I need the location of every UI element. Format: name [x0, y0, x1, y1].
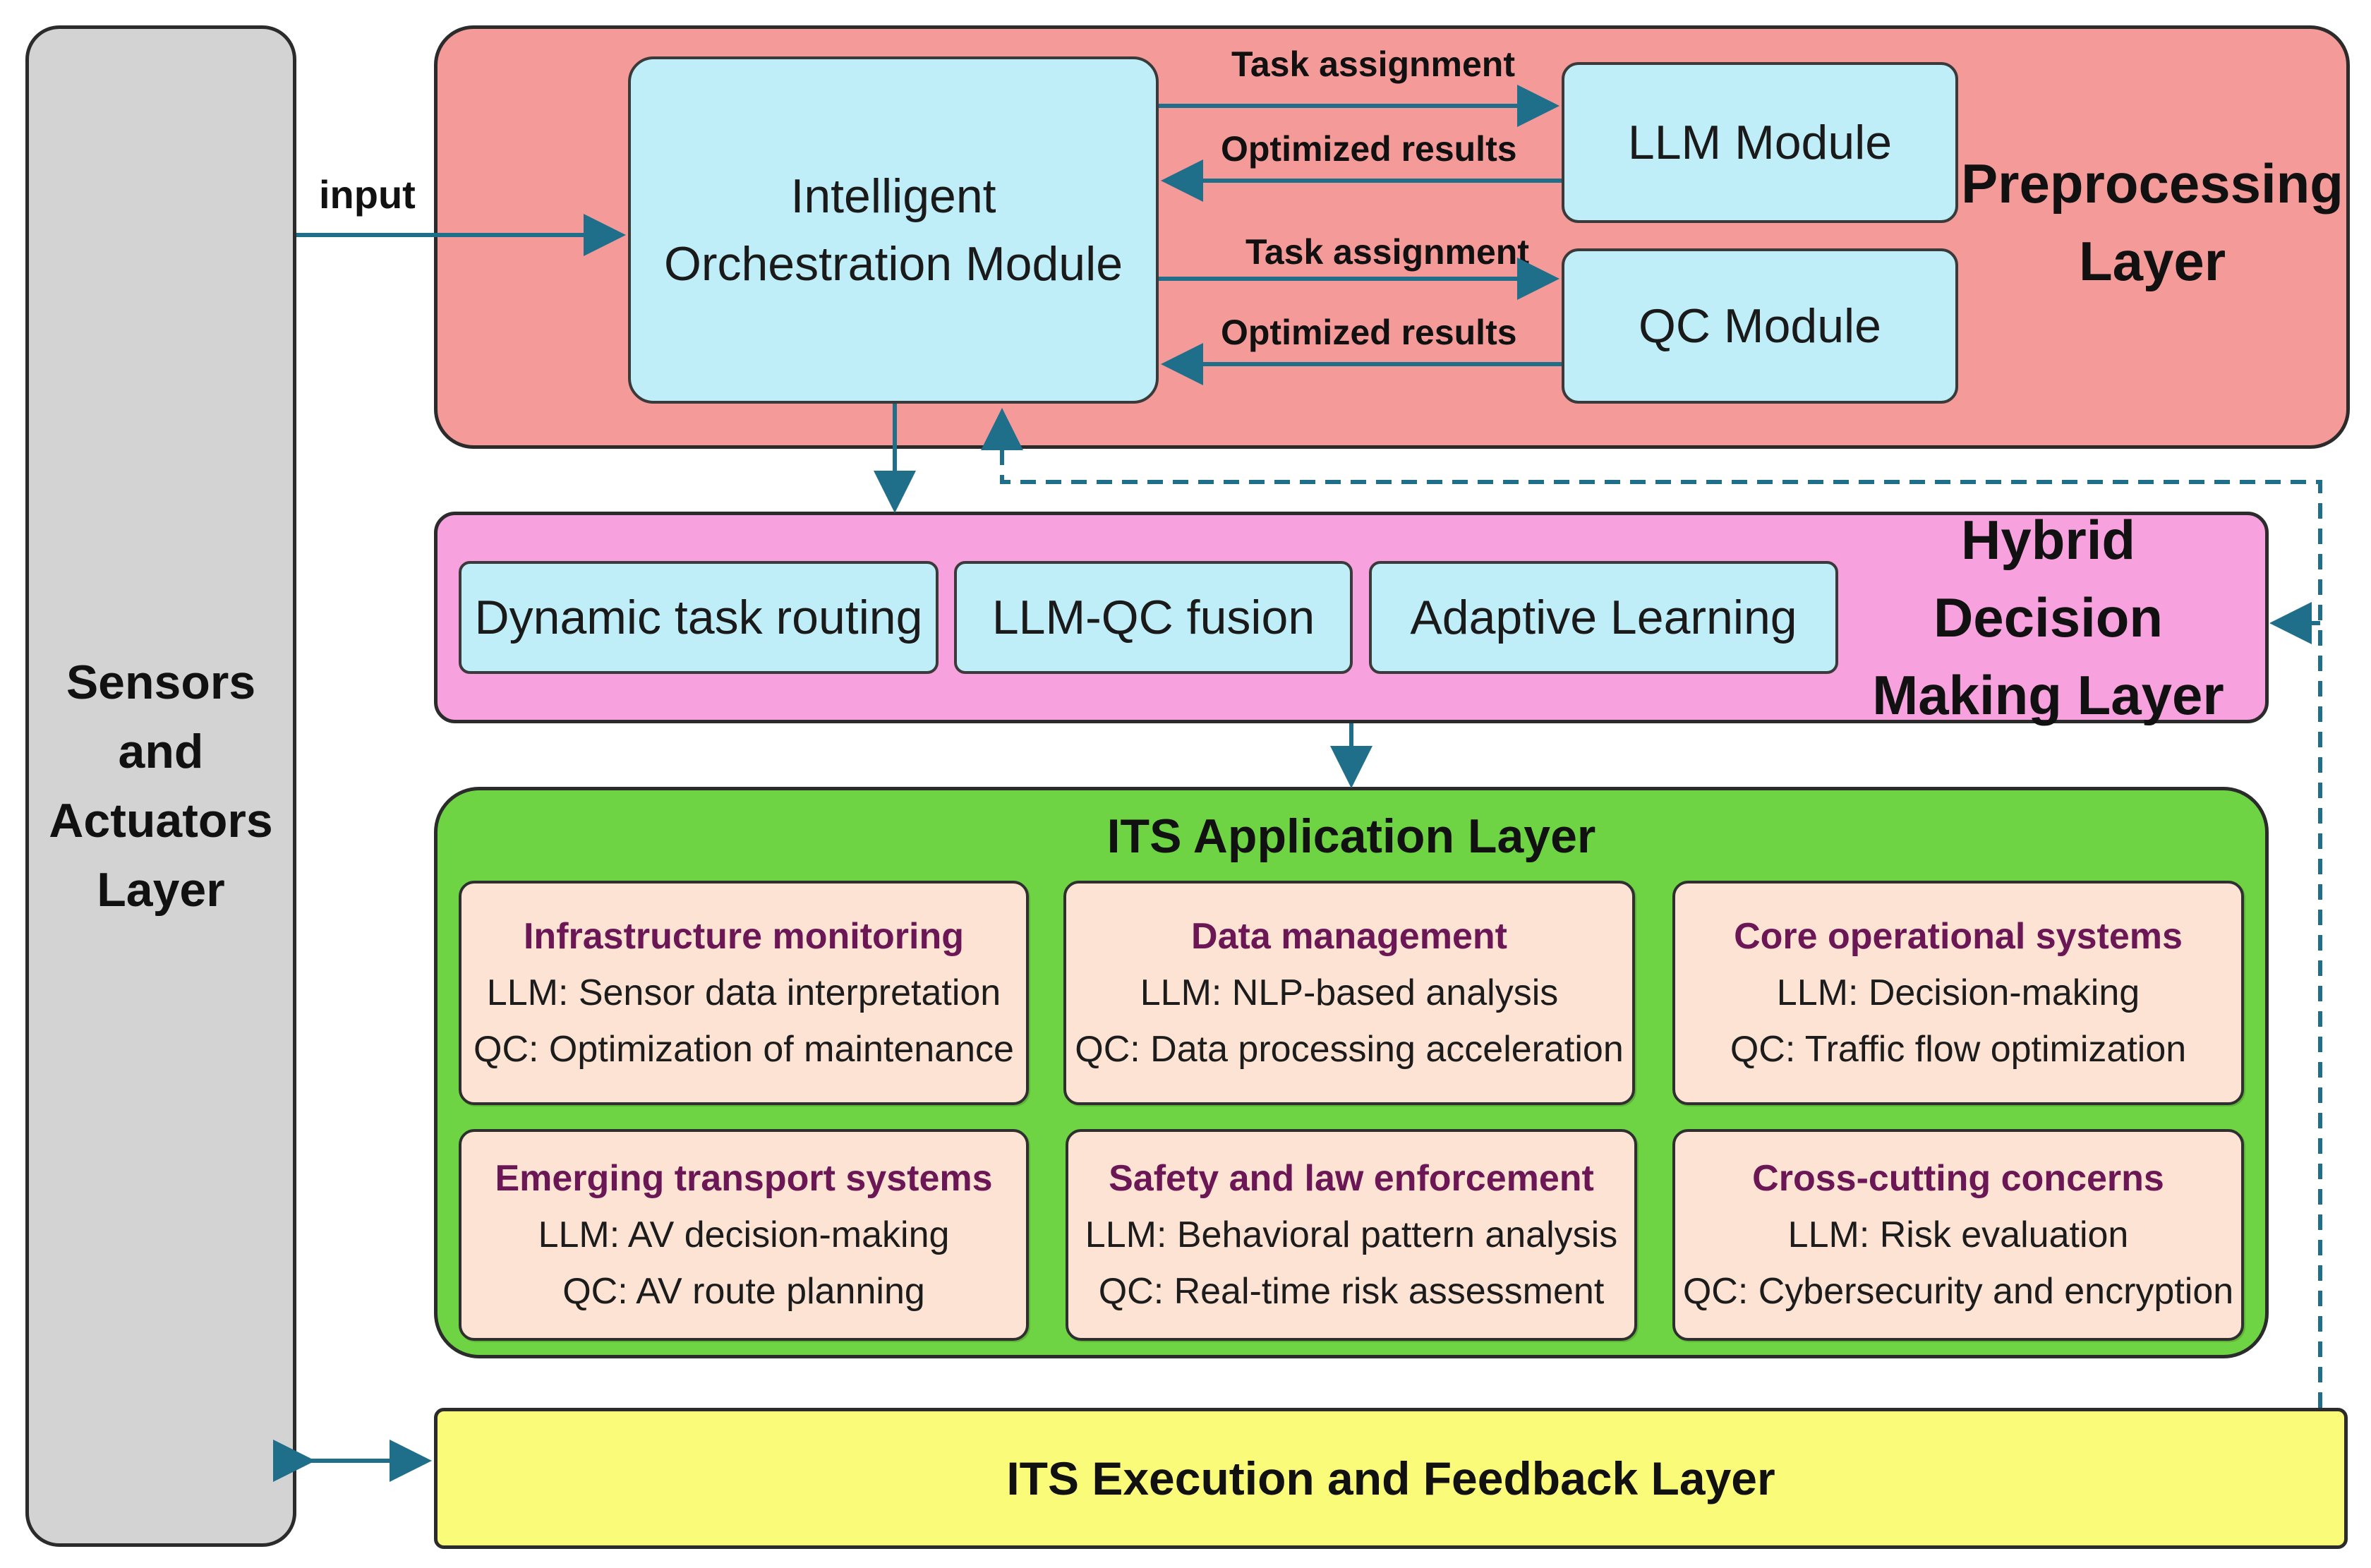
orchestration-module: Intelligent Orchestration Module [628, 56, 1159, 404]
card-qc-line: QC: Traffic flow optimization [1730, 1029, 2187, 1070]
card-data-management: Data management LLM: NLP-based analysis … [1063, 881, 1635, 1105]
card-title: Safety and law enforcement [1109, 1158, 1594, 1199]
card-llm-line: LLM: Risk evaluation [1787, 1214, 2129, 1255]
card-qc-line: QC: Data processing acceleration [1075, 1029, 1624, 1070]
card-llm-line: LLM: Decision-making [1776, 972, 2140, 1013]
card-core-operational-systems: Core operational systems LLM: Decision-m… [1672, 881, 2244, 1105]
hybrid-item-llm-qc-fusion: LLM-QC fusion [954, 561, 1353, 674]
card-title: Data management [1191, 916, 1507, 957]
task-assignment-label-2: Task assignment [1245, 232, 1530, 272]
card-llm-line: LLM: AV decision-making [538, 1214, 950, 1255]
preprocessing-layer-title: Preprocessing Layer [1961, 152, 2343, 292]
its-execution-feedback-title: ITS Execution and Feedback Layer [1006, 1452, 1775, 1504]
card-safety-law-enforcement: Safety and law enforcement LLM: Behavior… [1066, 1129, 1637, 1341]
its-execution-feedback-layer: ITS Execution and Feedback Layer [434, 1408, 2348, 1549]
card-qc-line: QC: Optimization of maintenance [473, 1029, 1014, 1070]
hybrid-item-dynamic-task-routing: Dynamic task routing [459, 561, 939, 674]
card-title: Infrastructure monitoring [523, 916, 965, 957]
feedback-loop-dashed [981, 408, 2322, 1408]
qc-module: QC Module [1562, 248, 1958, 404]
optimized-results-label-1: Optimized results [1221, 129, 1517, 169]
card-llm-line: LLM: Sensor data interpretation [486, 972, 1001, 1013]
hybrid-item-adaptive-learning: Adaptive Learning [1369, 561, 1838, 674]
optimized-results-label-2: Optimized results [1221, 313, 1517, 352]
sensors-actuators-layer: Sensors and Actuators Layer [25, 25, 296, 1547]
card-qc-line: QC: Real-time risk assessment [1098, 1271, 1605, 1312]
card-title: Emerging transport systems [495, 1158, 993, 1199]
card-infrastructure-monitoring: Infrastructure monitoring LLM: Sensor da… [459, 881, 1029, 1105]
card-emerging-transport-systems: Emerging transport systems LLM: AV decis… [459, 1129, 1029, 1341]
card-cross-cutting-concerns: Cross-cutting concerns LLM: Risk evaluat… [1672, 1129, 2244, 1341]
its-application-title: ITS Application Layer [1106, 809, 1596, 863]
llm-module: LLM Module [1562, 62, 1958, 223]
input-label: input [319, 172, 416, 217]
task-assignment-label-1: Task assignment [1231, 44, 1516, 84]
card-llm-line: LLM: Behavioral pattern analysis [1085, 1214, 1618, 1255]
card-qc-line: QC: AV route planning [562, 1271, 925, 1312]
hybrid-layer-title: Hybrid Decision Making Layer [1872, 509, 2224, 726]
card-llm-line: LLM: NLP-based analysis [1140, 972, 1559, 1013]
card-title: Cross-cutting concerns [1752, 1158, 2164, 1199]
sensors-actuators-title: Sensors and Actuators Layer [49, 656, 273, 917]
card-title: Core operational systems [1734, 916, 2183, 957]
card-qc-line: QC: Cybersecurity and encryption [1682, 1271, 2234, 1312]
